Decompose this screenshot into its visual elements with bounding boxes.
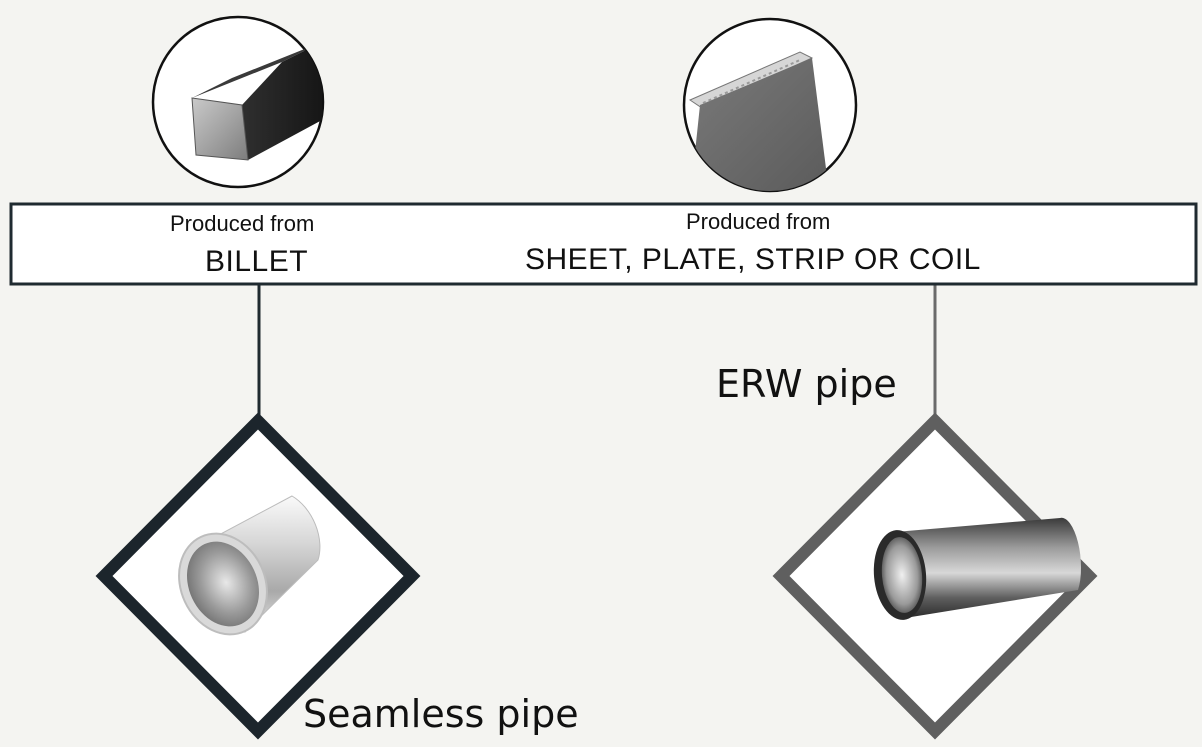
square-billet-icon xyxy=(191,42,322,161)
steel-sheet-icon xyxy=(688,51,830,191)
banner-box xyxy=(9,202,1198,286)
banner-right-produced: Produced from xyxy=(686,209,831,234)
seamless-diamond xyxy=(95,412,421,740)
sheet-icon-circle xyxy=(682,17,858,193)
banner-left-produced: Produced from xyxy=(170,211,315,236)
banner-left-source: BILLET xyxy=(205,245,309,278)
seamless-pipe-icon xyxy=(178,495,321,636)
erw-diamond xyxy=(772,412,1098,740)
seamless-pipe-label: Seamless pipe xyxy=(303,692,579,736)
billet-icon-circle xyxy=(151,15,325,189)
erw-pipe-label: ERW pipe xyxy=(716,362,897,406)
erw-pipe-icon xyxy=(873,517,1082,620)
banner-right-source: SHEET, PLATE, STRIP OR COIL xyxy=(525,243,981,276)
